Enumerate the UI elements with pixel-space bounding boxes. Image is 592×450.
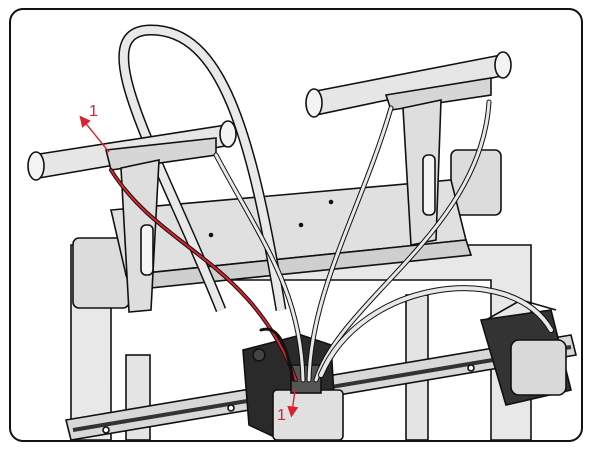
right-motor	[479, 299, 572, 406]
tube-loop	[118, 24, 287, 313]
callout-bottom-label: 1	[277, 407, 286, 424]
right-handle	[305, 51, 512, 246]
cables	[109, 99, 554, 383]
print-head	[242, 334, 344, 440]
diagram-frame: 1 1	[9, 8, 583, 442]
callout-top-left-label: 1	[89, 103, 98, 120]
printer-assembly-diagram: 1 1	[27, 24, 577, 440]
callout-bottom: 1	[277, 389, 299, 424]
highlighted-cable	[110, 169, 297, 381]
callout-top-left: 1	[79, 103, 110, 153]
